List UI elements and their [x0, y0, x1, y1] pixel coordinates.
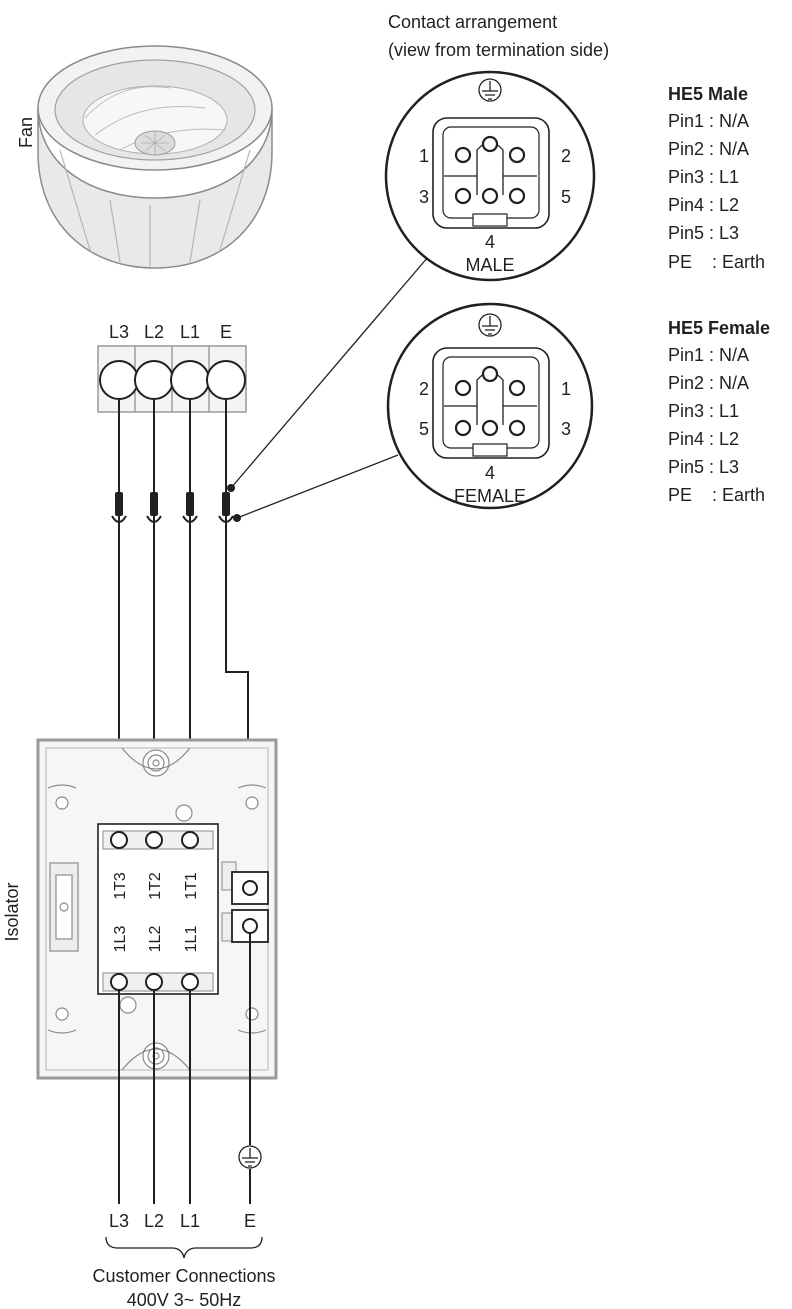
male-pin-5: 5 — [561, 187, 571, 207]
footer-line-1: Customer Connections — [92, 1266, 275, 1286]
he5-female-title: HE5 Female — [668, 318, 770, 338]
fan-terminal-l3: L3 — [109, 322, 129, 342]
fan-terminal-e: E — [220, 322, 232, 342]
female-pin-2: 2 — [419, 379, 429, 399]
female-pin-4: 4 — [485, 463, 495, 483]
he5-female-pin-2: Pin2 : N/A — [668, 373, 749, 393]
male-caption: MALE — [465, 255, 514, 275]
he5-male-pin-4: Pin4 : L2 — [668, 195, 739, 215]
footer-line-2: 400V 3~ 50Hz — [127, 1290, 242, 1309]
he5-male-pin-3: Pin3 : L1 — [668, 167, 739, 187]
he5-male-title: HE5 Male — [668, 84, 748, 104]
he5-female-pin-4: Pin4 : L2 — [668, 429, 739, 449]
customer-terminal-l2: L2 — [144, 1211, 164, 1231]
female-caption: FEMALE — [454, 486, 526, 506]
male-pin-1: 1 — [419, 146, 429, 166]
he5-female-pin-5: Pin5 : L3 — [668, 457, 739, 477]
he5-male-pin-1: Pin1 : N/A — [668, 111, 749, 131]
customer-wires — [118, 933, 251, 1204]
female-pin-1: 1 — [561, 379, 571, 399]
customer-terminal-e: E — [244, 1211, 256, 1231]
fan-label: Fan — [16, 117, 36, 148]
male-pin-2: 2 — [561, 146, 571, 166]
fan-terminal-block — [97, 345, 247, 413]
he5-male-pin-5: Pin5 : L3 — [668, 223, 739, 243]
isolator-terminal-1t2: 1T2 — [147, 872, 164, 900]
female-connector — [386, 302, 594, 510]
fan-illustration — [37, 45, 273, 269]
male-pin-3: 3 — [419, 187, 429, 207]
he5-female-pe: PE : Earth — [668, 485, 765, 505]
he5-male-pe: PE : Earth — [668, 252, 765, 272]
wire-ferrules — [111, 492, 234, 523]
male-pin-4: 4 — [485, 232, 495, 252]
he5-female-pin-3: Pin3 : L1 — [668, 401, 739, 421]
isolator-terminal-1l3: 1L3 — [112, 926, 129, 953]
female-pin-5: 5 — [419, 419, 429, 439]
male-connector — [384, 70, 596, 282]
isolator-terminal-1t3: 1T3 — [112, 872, 129, 900]
isolator-terminal-1l1: 1L1 — [183, 926, 200, 953]
female-pin-3: 3 — [561, 419, 571, 439]
header-line-1: Contact arrangement — [388, 12, 557, 32]
he5-male-pin-2: Pin2 : N/A — [668, 139, 749, 159]
earth-icon — [238, 1145, 262, 1169]
he5-female-pin-1: Pin1 : N/A — [668, 345, 749, 365]
isolator-terminal-1t1: 1T1 — [183, 872, 200, 900]
earth-icon — [478, 78, 502, 102]
fan-terminal-l1: L1 — [180, 322, 200, 342]
isolator-label: Isolator — [2, 882, 22, 941]
isolator-enclosure — [36, 738, 278, 1080]
customer-brace — [105, 1236, 263, 1259]
customer-terminal-l1: L1 — [180, 1211, 200, 1231]
pointer-lines — [227, 256, 429, 522]
fan-terminal-l2: L2 — [144, 322, 164, 342]
header-line-2: (view from termination side) — [388, 40, 609, 60]
customer-terminal-l3: L3 — [109, 1211, 129, 1231]
isolator-terminal-1l2: 1L2 — [147, 926, 164, 953]
earth-icon — [478, 313, 502, 337]
